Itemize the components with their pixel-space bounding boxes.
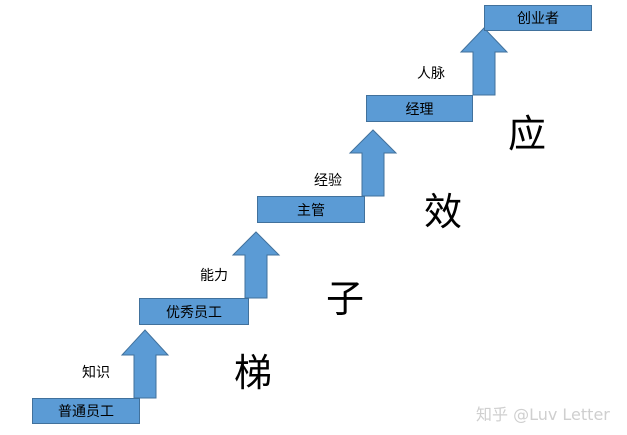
side-char-1: 梯 (234, 351, 273, 395)
step-box-supervisor: 主管 (257, 196, 365, 223)
side-char-2: 子 (326, 277, 365, 321)
connector-label-experience: 经验 (314, 173, 342, 189)
step-box-entrepreneur: 创业者 (484, 5, 592, 31)
up-arrow-2 (231, 231, 281, 299)
connector-label-connections: 人脉 (417, 66, 445, 82)
connector-label-knowledge: 知识 (82, 365, 110, 381)
up-arrow-1 (120, 329, 170, 399)
up-arrow-4 (459, 27, 509, 96)
connector-label-ability: 能力 (200, 268, 228, 284)
step-box-regular-employee: 普通员工 (32, 398, 140, 424)
up-arrow-3 (348, 129, 398, 197)
step-box-manager: 经理 (366, 95, 473, 122)
step-box-excellent-employee: 优秀员工 (139, 298, 249, 325)
step-label: 优秀员工 (166, 304, 222, 321)
side-char-3: 效 (424, 190, 463, 234)
watermark: 知乎 @Luv Letter (476, 405, 610, 424)
step-label: 经理 (405, 101, 434, 118)
side-char-4: 应 (508, 112, 547, 156)
step-label: 普通员工 (58, 404, 114, 420)
step-label: 主管 (297, 202, 325, 219)
step-label: 创业者 (517, 11, 559, 27)
